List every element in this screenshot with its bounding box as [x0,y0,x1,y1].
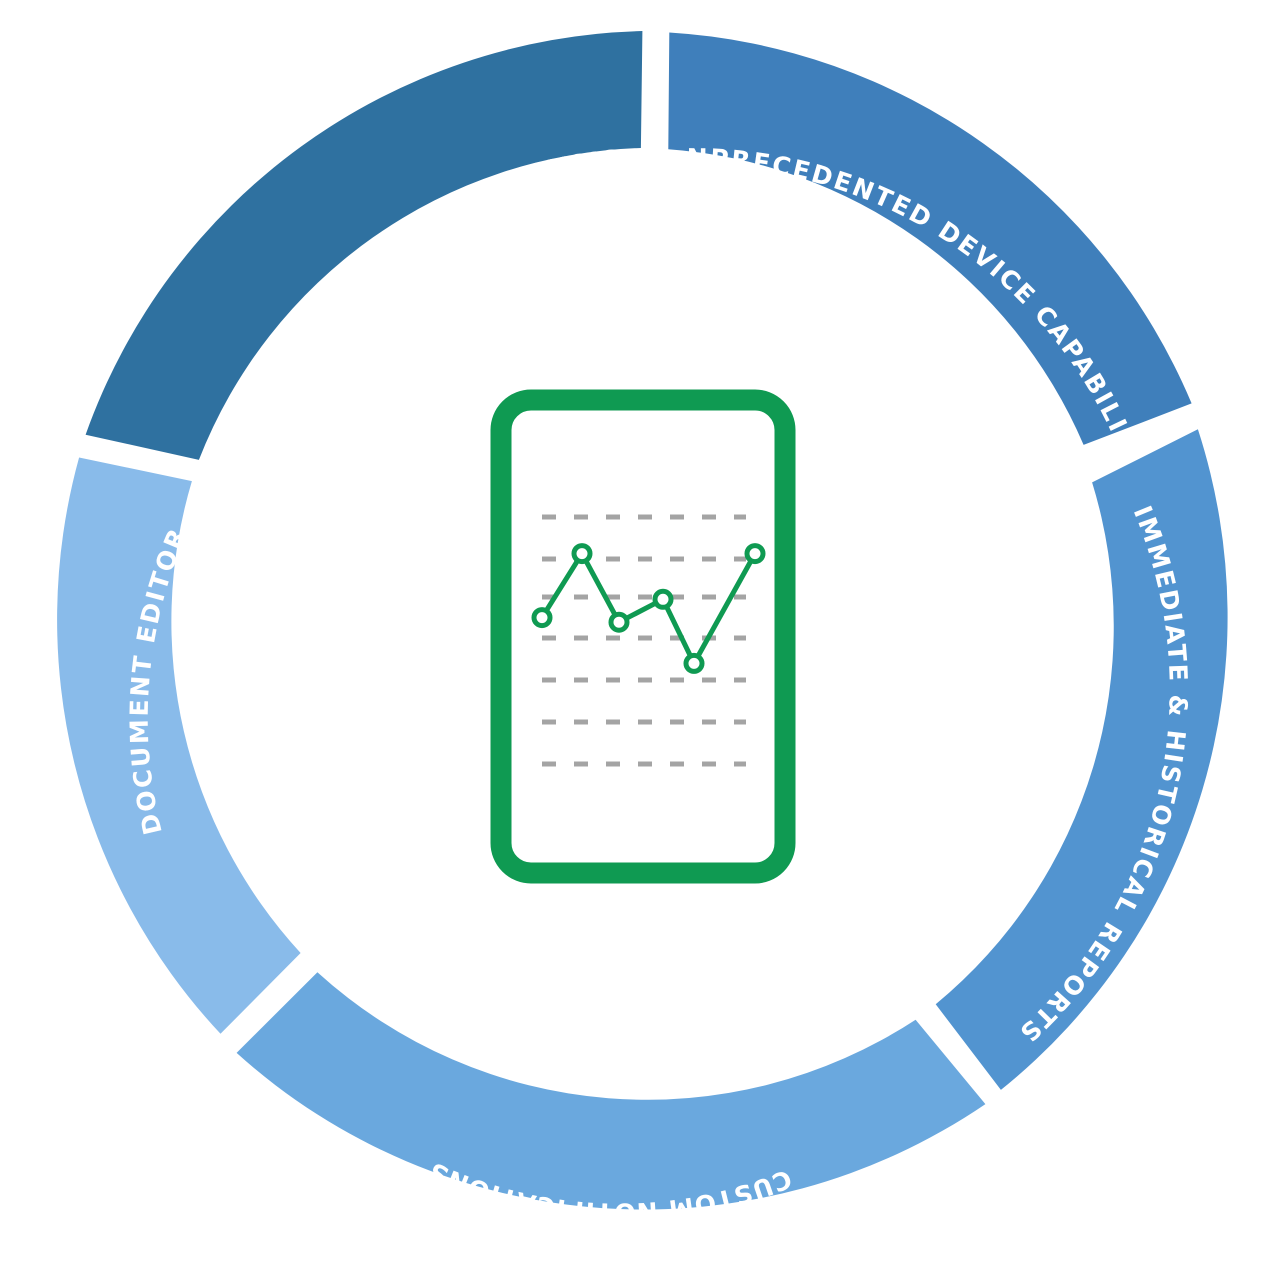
chart-grid-lines [542,514,746,767]
segment-immediate-historical-reports [935,429,1228,1090]
tablet-chart-icon [490,389,796,884]
tablet-frame [490,389,796,884]
segment-detailed-trend-analysis [85,31,643,460]
trend-point-1 [531,607,553,629]
trend-line [539,551,758,666]
trend-point-2 [571,543,593,565]
trend-point-4 [652,588,674,610]
trend-point-3 [608,611,630,633]
trend-points [531,543,766,674]
segment-document-editor [57,457,301,1034]
segment-custom-notifications [236,972,986,1210]
feature-ring [57,31,1228,1210]
trend-point-6 [744,543,766,565]
trend-point-5 [683,652,705,674]
segment-unprecedented-device-capability [668,32,1192,445]
